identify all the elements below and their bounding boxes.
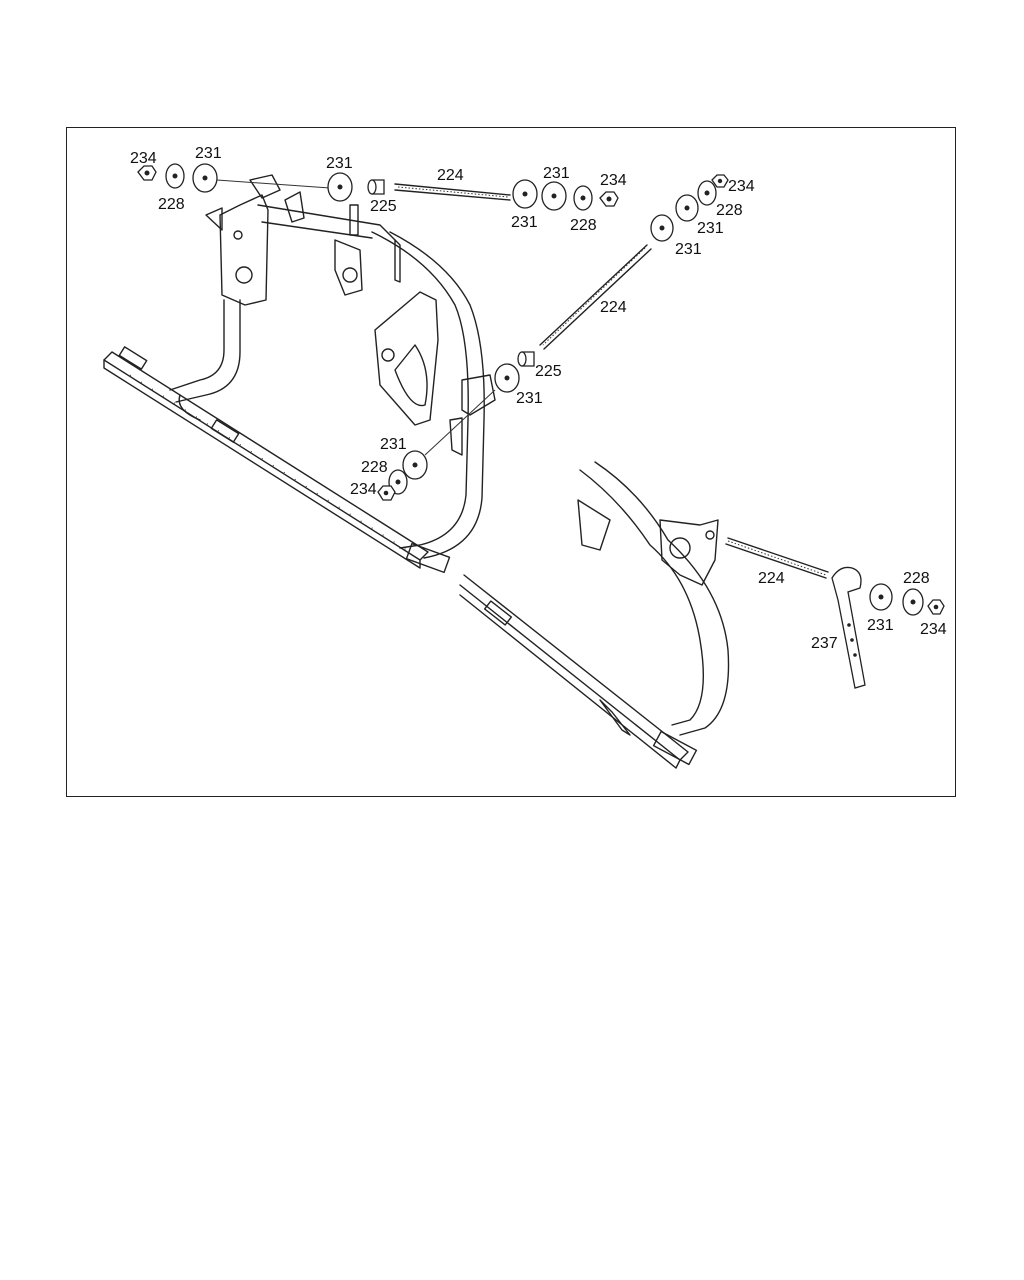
part-label: 224: [758, 570, 785, 587]
part-label: 234: [350, 481, 377, 498]
part-label: 228: [361, 459, 388, 476]
part-label: 228: [158, 196, 185, 213]
part-label: 228: [570, 217, 597, 234]
part-label: 224: [437, 167, 464, 184]
part-labels: 234 231 228 231 224 225 231 231 228 234 …: [130, 145, 947, 652]
part-label: 234: [600, 172, 627, 189]
part-label: 231: [543, 165, 570, 182]
lower-hardware-row: [725, 537, 945, 689]
part-label: 225: [535, 363, 562, 380]
part-label: 231: [195, 145, 222, 162]
part-label: 225: [370, 198, 397, 215]
part-label: 234: [130, 150, 157, 167]
part-label: 231: [516, 390, 543, 407]
part-label: 234: [728, 178, 755, 195]
part-label: 237: [811, 635, 838, 652]
diagram-frame: [66, 127, 956, 797]
part-label: 231: [380, 436, 407, 453]
part-label: 228: [716, 202, 743, 219]
part-label: 224: [600, 299, 627, 316]
part-label: 228: [903, 570, 930, 587]
part-label: 231: [867, 617, 894, 634]
middle-hardware-row: [377, 174, 729, 501]
part-label: 231: [697, 220, 724, 237]
upper-hardware-row: [137, 163, 619, 211]
part-label: 231: [511, 214, 538, 231]
part-label: 234: [920, 621, 947, 638]
rear-frame-assembly: [459, 461, 730, 769]
part-label: 231: [675, 241, 702, 258]
part-label: 231: [326, 155, 353, 172]
front-frame-assembly: [103, 174, 496, 574]
